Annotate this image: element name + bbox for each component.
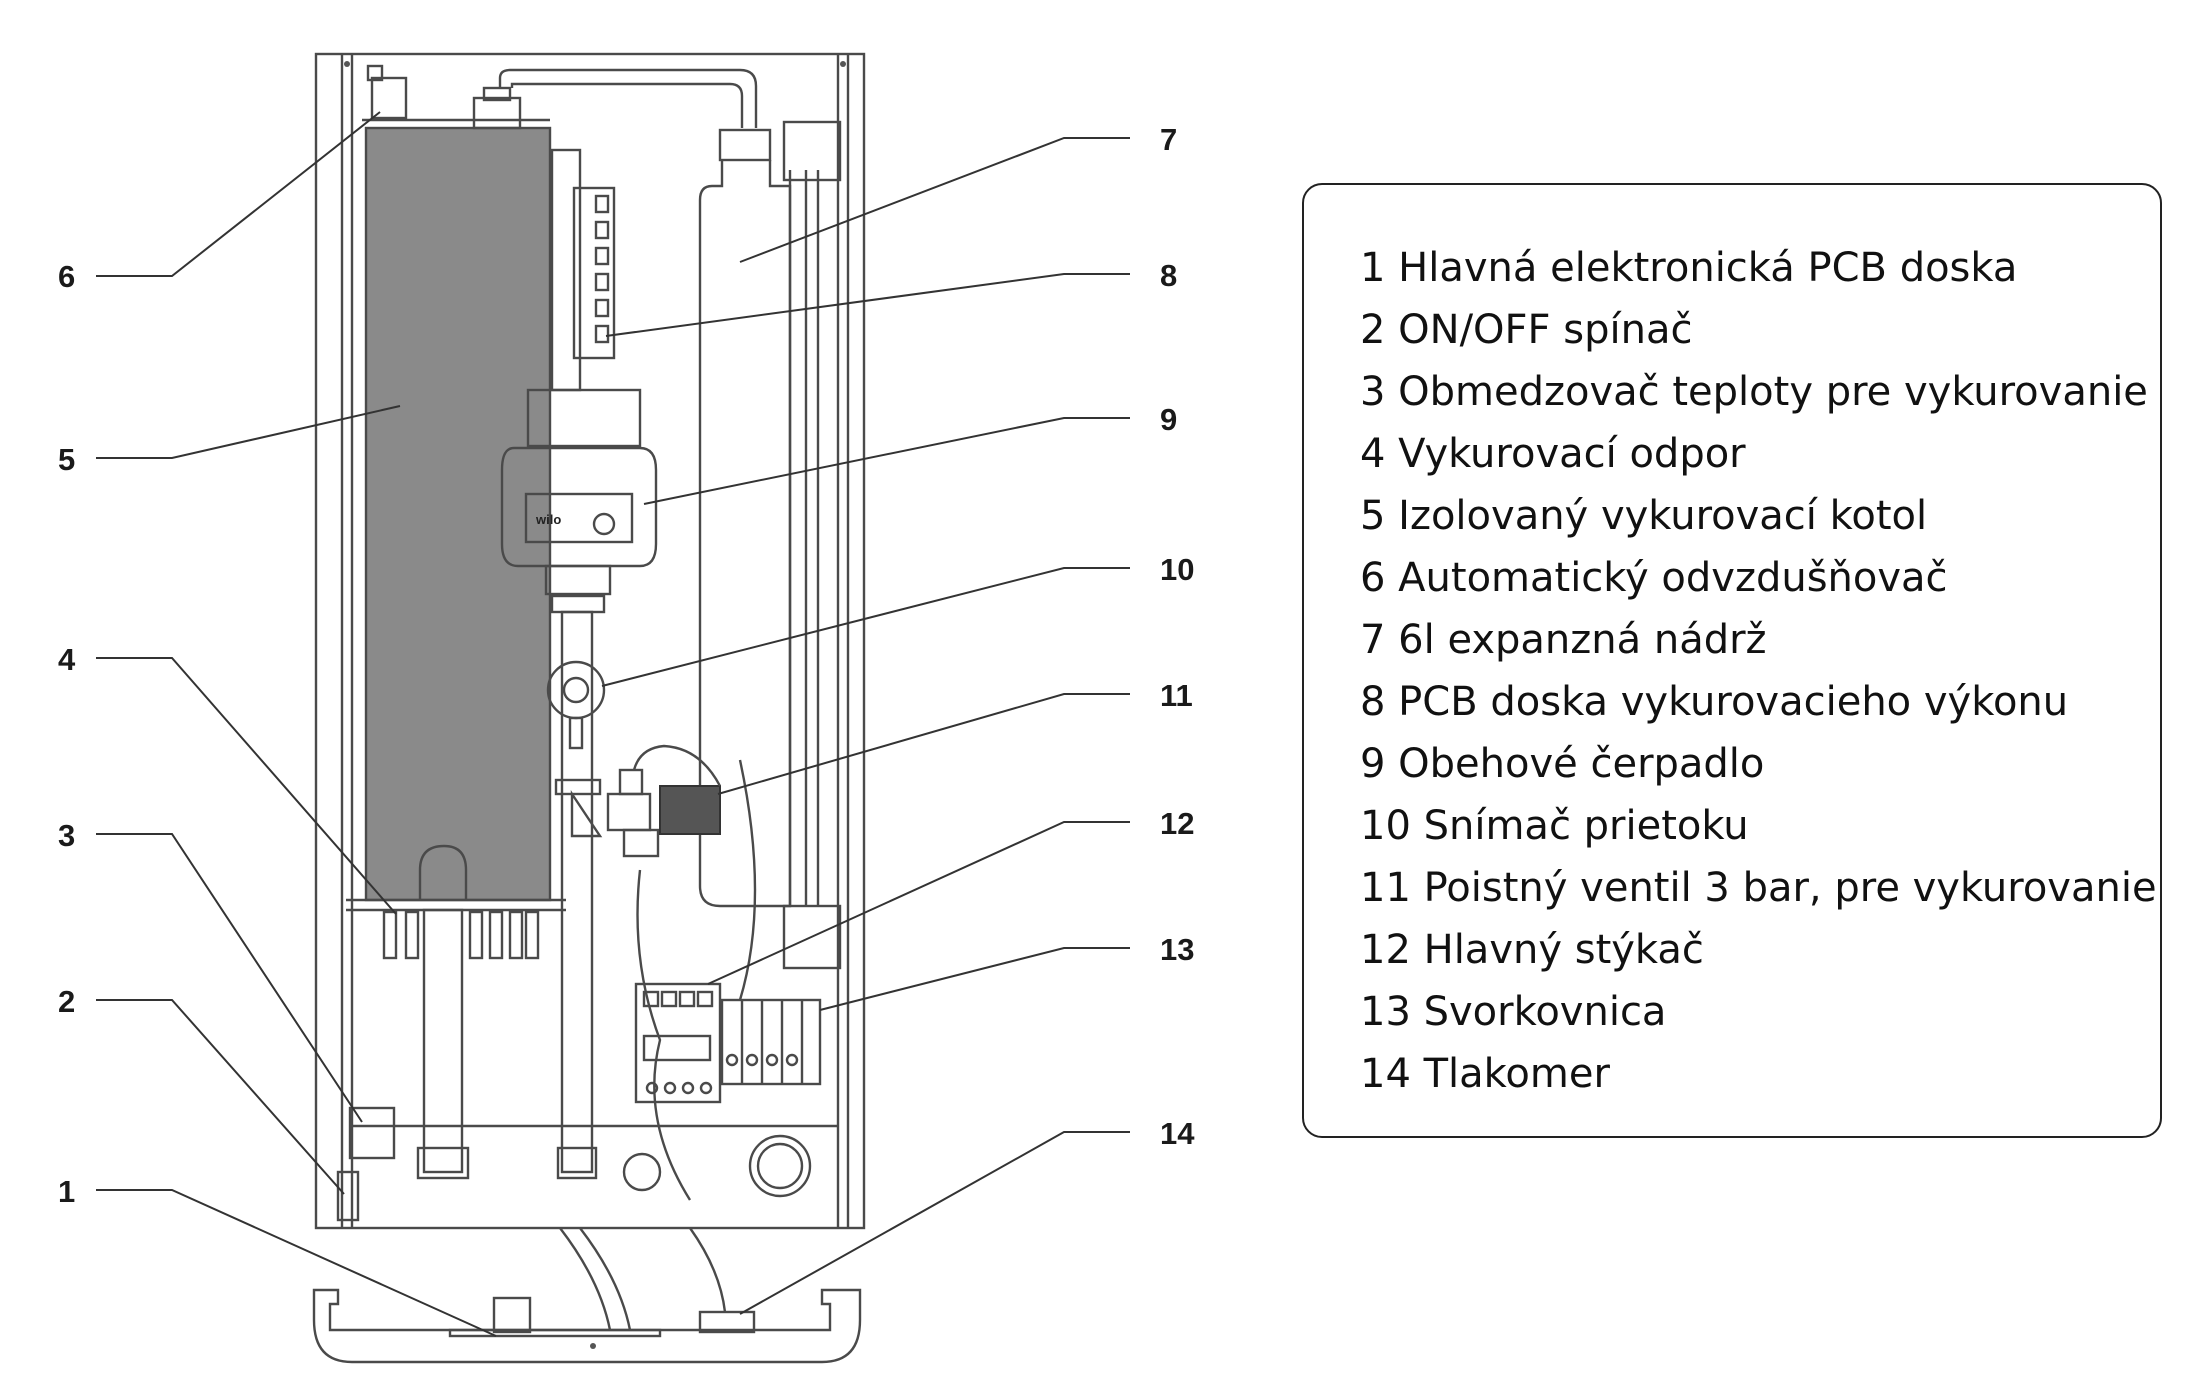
insulated-boiler: [364, 126, 552, 902]
terminal-block: [720, 998, 822, 1086]
legend-item: 5 Izolovaný vykurovací kotol: [1360, 493, 1928, 539]
callout-2: 2: [58, 984, 75, 1019]
callout-5: 5: [58, 442, 75, 477]
circulation-pump: wilo: [500, 388, 658, 614]
callout-12: 12: [1160, 806, 1194, 841]
legend-item: 9 Obehové čerpadlo: [1360, 741, 1765, 787]
leader-lines: [96, 111, 1130, 1337]
legend-item: 3 Obmedzovač teploty pre vykurovanie: [1360, 369, 2148, 415]
valve-cap: [659, 785, 721, 835]
callout-4: 4: [58, 642, 76, 677]
boiler-housing: [314, 52, 866, 1230]
safety-valve: [554, 744, 722, 858]
flow-sensor: [546, 660, 606, 750]
callout-1: 1: [58, 1174, 75, 1209]
callout-8: 8: [1160, 258, 1177, 293]
callout-11: 11: [1160, 678, 1193, 713]
legend-item: 8 PCB doska vykurovacieho výkonu: [1360, 679, 2069, 725]
legend-item: 12 Hlavný stýkač: [1360, 927, 1704, 973]
legend-item: 14 Tlakomer: [1360, 1051, 1610, 1097]
on-off-switch: [336, 1170, 360, 1222]
legend-box: 1 Hlavná elektronická PCB doska 2 ON/OFF…: [1302, 183, 2162, 1138]
bottom-cover: [312, 1227, 862, 1364]
callout-9: 9: [1160, 402, 1177, 437]
callout-13: 13: [1160, 932, 1194, 967]
legend-item: 11 Poistný ventil 3 bar, pre vykurovanie: [1360, 865, 2157, 911]
contactor: [634, 982, 722, 1104]
legend-item: 10 Snímač prietoku: [1360, 803, 1749, 849]
legend-item: 4 Vykurovací odpor: [1360, 431, 1746, 477]
callout-6: 6: [58, 259, 75, 294]
power-pcb: [572, 186, 616, 360]
legend-item: 2 ON/OFF spínač: [1360, 307, 1693, 353]
legend-list: 1 Hlavná elektronická PCB doska 2 ON/OFF…: [1304, 185, 2160, 1105]
callout-3: 3: [58, 818, 75, 853]
expansion-tank: [698, 120, 842, 970]
legend-item: 7 6l expanzná nádrž: [1360, 617, 1767, 663]
legend-item: 6 Automatický odvzdušňovač: [1360, 555, 1948, 601]
pump-brand-label: wilo: [535, 512, 561, 527]
callout-14: 14: [1160, 1116, 1195, 1151]
air-vent: [362, 64, 550, 122]
callout-7: 7: [1160, 122, 1177, 157]
heating-resistor-terminals: [382, 910, 540, 960]
pipes: [416, 610, 812, 1198]
temperature-limiter: [348, 1106, 396, 1160]
callout-10: 10: [1160, 552, 1194, 587]
legend-item: 1 Hlavná elektronická PCB doska: [1360, 245, 2018, 291]
legend-item: 13 Svorkovnica: [1360, 989, 1667, 1035]
